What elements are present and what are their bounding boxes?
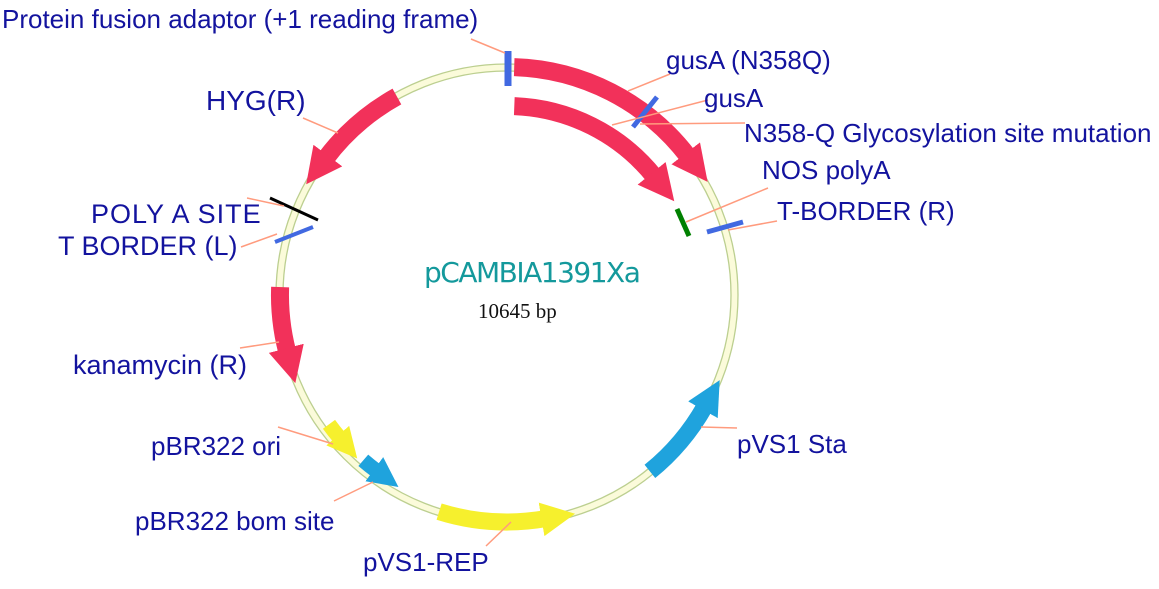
feature-arc-pvs1_sta: [644, 380, 720, 479]
leader-line-protein_fusion: [470, 38, 506, 54]
leader-line-kanamycin: [239, 341, 280, 349]
feature-arc-gusa_n358q: [513, 58, 708, 182]
leader-line-tborder_l: [240, 233, 278, 248]
leader-line-pbr322_ori: [277, 426, 334, 445]
label-gusa-n358q: gusA (N358Q): [666, 45, 831, 75]
label-nos-polya: NOS polyA: [762, 155, 891, 185]
label-t-border-left: T BORDER (L): [58, 231, 238, 261]
plasmid-size-bp: 10645 bp: [478, 299, 557, 323]
site-tick-nos_polya: [674, 207, 692, 238]
feature-arc-hyg: [306, 88, 402, 185]
feature-arc-pbr322_ori: [322, 419, 358, 459]
leader-line-gusa_n358q: [627, 73, 671, 92]
label-gusa: gusA: [704, 83, 764, 113]
plasmid-title: pCAMBIA1391Xa: [424, 256, 641, 289]
label-pbr322-bom-site: pBR322 bom site: [135, 506, 335, 536]
label-t-border-right: T-BORDER (R): [777, 196, 955, 226]
feature-arc-gusa: [513, 97, 675, 202]
label-pvs1-rep: pVS1-REP: [363, 547, 489, 577]
leader-line-hyg: [302, 117, 339, 134]
label-poly-a-site: POLY A SITE: [91, 199, 262, 229]
label-kanamycin-r: kanamycin (R): [73, 350, 248, 380]
site-tick-n358q_mut: [631, 95, 659, 129]
label-hyg-r: HYG(R): [206, 85, 306, 116]
label-pvs1-sta: pVS1 Sta: [737, 429, 847, 459]
feature-arc-pbr322_bom: [358, 454, 399, 488]
label-n358q-mutation: N358-Q Glycosylation site mutation: [744, 118, 1152, 148]
leader-line-tborder_r: [727, 220, 778, 231]
site-tick-tborder_l: [274, 225, 314, 244]
leader-line-n358q_mut: [639, 122, 746, 125]
feature-arc-pvs1_rep: [436, 502, 576, 537]
leader-line-pbr322_bom: [333, 481, 374, 502]
site-tick-tborder_r: [706, 219, 744, 235]
label-pbr322-ori: pBR322 ori: [151, 431, 282, 461]
site-tick-polya_site: [269, 196, 319, 222]
leader-line-gusa: [611, 99, 709, 126]
leader-line-nos_polya: [685, 187, 769, 223]
leader-line-polya_site: [246, 197, 285, 207]
leader-line-pvs1_rep: [485, 521, 512, 547]
feature-arc-kanamycin: [268, 286, 304, 384]
leader-line-pvs1_sta: [700, 426, 738, 429]
label-protein-fusion-adaptor: Protein fusion adaptor (+1 reading frame…: [2, 4, 479, 34]
